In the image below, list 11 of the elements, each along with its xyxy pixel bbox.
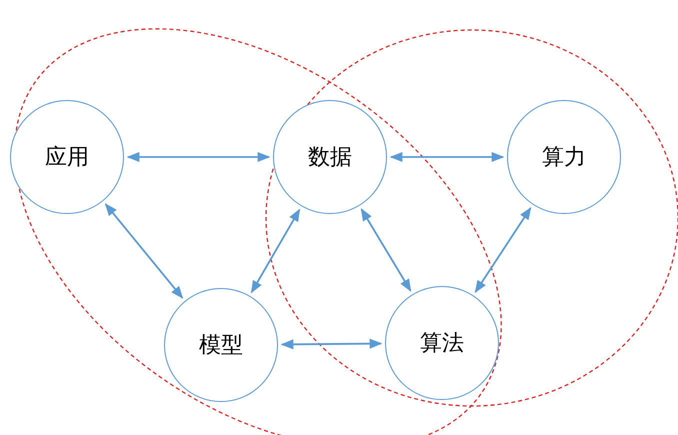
double-arrow (250, 208, 300, 294)
double-arrow (360, 208, 412, 292)
double-arrow (126, 152, 270, 162)
node-label: 算法 (420, 330, 464, 358)
double-arrow (280, 338, 382, 350)
node-label: 数据 (308, 144, 352, 172)
double-arrow (390, 152, 504, 162)
node-label: 模型 (199, 332, 243, 360)
double-arrow (474, 206, 532, 294)
node-label: 应用 (45, 144, 89, 172)
node-label: 算力 (542, 144, 586, 172)
